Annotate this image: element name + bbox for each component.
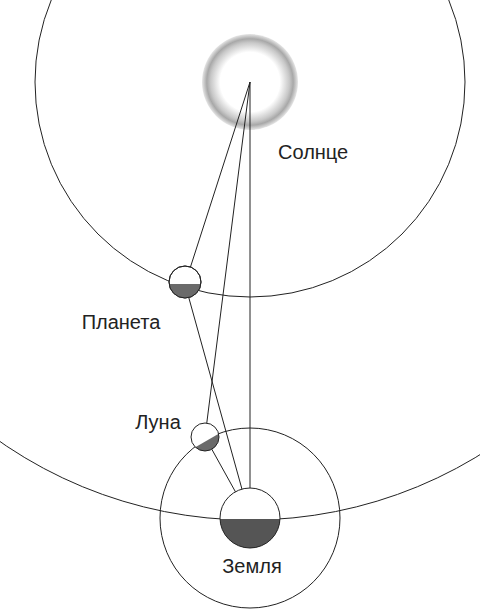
body-label: Планета xyxy=(80,310,163,334)
sun-moon-line xyxy=(205,82,250,437)
sun-planet-line xyxy=(185,82,250,284)
planet-earth-line xyxy=(185,284,250,518)
body-label: Солнце xyxy=(276,140,350,164)
body-label: Земля xyxy=(220,554,283,578)
earth-shadow xyxy=(220,519,280,548)
moon-shadow xyxy=(191,423,219,451)
sight-lines xyxy=(185,82,250,518)
moon-outline xyxy=(191,423,219,451)
planet-body xyxy=(169,266,201,298)
moon-body xyxy=(191,423,219,451)
sun-earth-line xyxy=(250,82,251,518)
earth-body xyxy=(220,488,280,548)
earth-outline xyxy=(220,488,280,548)
planet-shadow xyxy=(169,284,201,298)
body-label: Луна xyxy=(133,410,183,434)
planet-outline xyxy=(169,266,201,298)
earth-orbit xyxy=(0,0,480,520)
